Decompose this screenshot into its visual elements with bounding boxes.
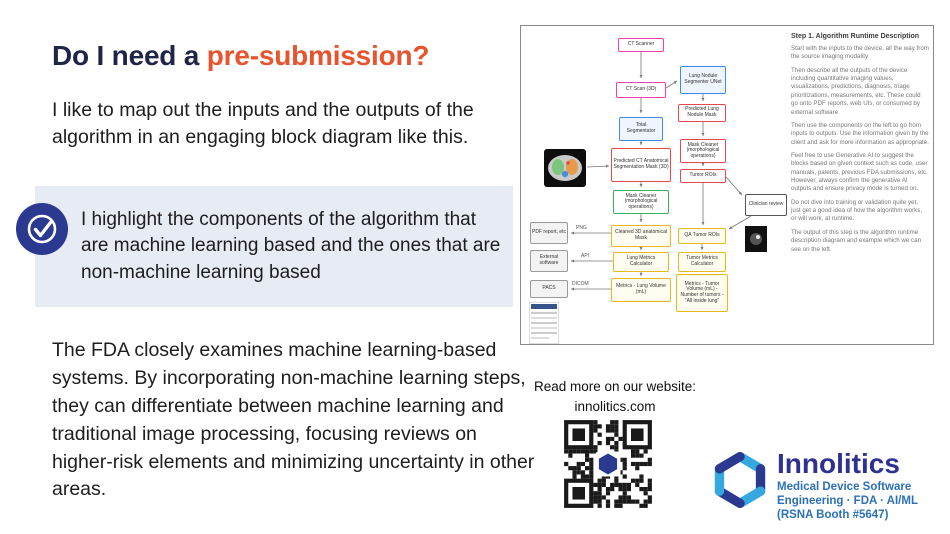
read-more-text: Read more on our website: innolitics.com (530, 377, 700, 418)
flow-node-external-software: External software (530, 250, 568, 272)
title-prefix: Do I need a (52, 40, 207, 71)
edge-label-png: PNG (576, 225, 587, 231)
fda-paragraph: The FDA closely examines machine learnin… (52, 339, 535, 501)
title-highlight: pre-submission? (206, 40, 430, 71)
intro-paragraph: I like to map out the inputs and the out… (52, 99, 474, 149)
step-paragraph: Feel free to use Generative AI to sugges… (791, 151, 928, 193)
flow-node-ct-scanner: CT Scanner (618, 38, 664, 52)
brand-logo: Innolitics Medical Device Software Engin… (712, 449, 918, 522)
flow-node-clinician-review: Clinician review (745, 194, 787, 216)
check-badge-icon (16, 203, 68, 255)
step-paragraph: Then describe all the outputs of the dev… (791, 66, 921, 116)
flow-node-pdf-report: PDF report, etc (530, 222, 568, 244)
flow-node-predicted-lung-nodule-mask: Predicted Lung Nodule Mask (678, 104, 726, 122)
innolitics-hexagon-icon (714, 452, 766, 508)
flow-node-tumor-rois: Tumor ROIs (680, 169, 726, 183)
checkmark-seal-icon (16, 203, 68, 255)
flow-node-tumor-metrics-calculator: Tumor Metrics Calculator (678, 252, 726, 272)
page-title: Do I need a pre-submission? (52, 40, 430, 72)
step-paragraph: Then use the components on the left to g… (791, 121, 929, 146)
flow-node-ct-scan-3d: CT Scan (3D) (616, 82, 666, 98)
step-title: Step 1. Algorithm Runtime Description (791, 33, 920, 40)
step-paragraph: The output of this step is the algorithm… (791, 228, 922, 253)
brand-name: Innolitics (777, 448, 900, 479)
qr-code (562, 418, 654, 510)
flow-node-lung-nodule-segmenter: Lung Nodule Segmenter UNet (680, 66, 726, 94)
callout-text: I highlight the components of the algori… (81, 209, 501, 283)
step-paragraph: Start with the inputs to the device, all… (791, 45, 929, 61)
flow-node-qa-tumor-rois: QA Tumor ROIs (678, 228, 726, 244)
brand-text: Innolitics Medical Device Software Engin… (777, 449, 918, 522)
flow-node-cleaned-mask: Cleaned 3D anatomical Mask (611, 225, 671, 247)
tagline-line-2: Engineering · FDA · AI/ML (777, 495, 918, 508)
flow-node-metrics-lung-volume: Metrics - Lung Volume (mL) (611, 278, 671, 302)
flow-node-predicted-ct-mask: Predicted CT Anatomical Segmentation Mas… (611, 148, 671, 182)
ct-scan-thumbnail (544, 149, 586, 187)
flow-node-total-segmentator: Total Segmentator (619, 117, 663, 141)
diagram-panel: CT Scanner CT Scan (3D) Lung Nodule Segm… (520, 25, 934, 345)
edge-label-dicom: DICOM (572, 281, 589, 287)
report-thumbnail (529, 302, 559, 344)
read-more-line: Read more on our website: (533, 379, 697, 394)
flow-node-mask-cleaner-right: Mask Cleaner (morphological operations) (680, 139, 726, 163)
flow-node-lung-metrics-calculator: Lung Metrics Calculator (613, 252, 669, 272)
callout-box: I highlight the components of the algori… (35, 186, 513, 307)
step-paragraph: Do not dive into training or validation … (791, 198, 923, 223)
flow-node-pacs: PACS (530, 280, 568, 298)
tagline-line-1: Medical Device Software (777, 481, 912, 494)
flow-node-mask-cleaner-left: Mask Cleaner (morphological operations) (613, 190, 669, 214)
brand-tagline: Medical Device Software Engineering · FD… (777, 480, 918, 522)
flow-node-metrics-tumor-volume: Metrics - Tumor Volume (mL) - Number of … (676, 274, 728, 312)
edge-label-api: API (581, 253, 590, 259)
website-link[interactable]: innolitics.com (574, 399, 656, 415)
tumor-roi-thumbnail (745, 226, 767, 252)
step-description: Step 1. Algorithm Runtime Description St… (791, 33, 929, 259)
tagline-line-3: (RSNA Booth #5647) (777, 509, 889, 522)
